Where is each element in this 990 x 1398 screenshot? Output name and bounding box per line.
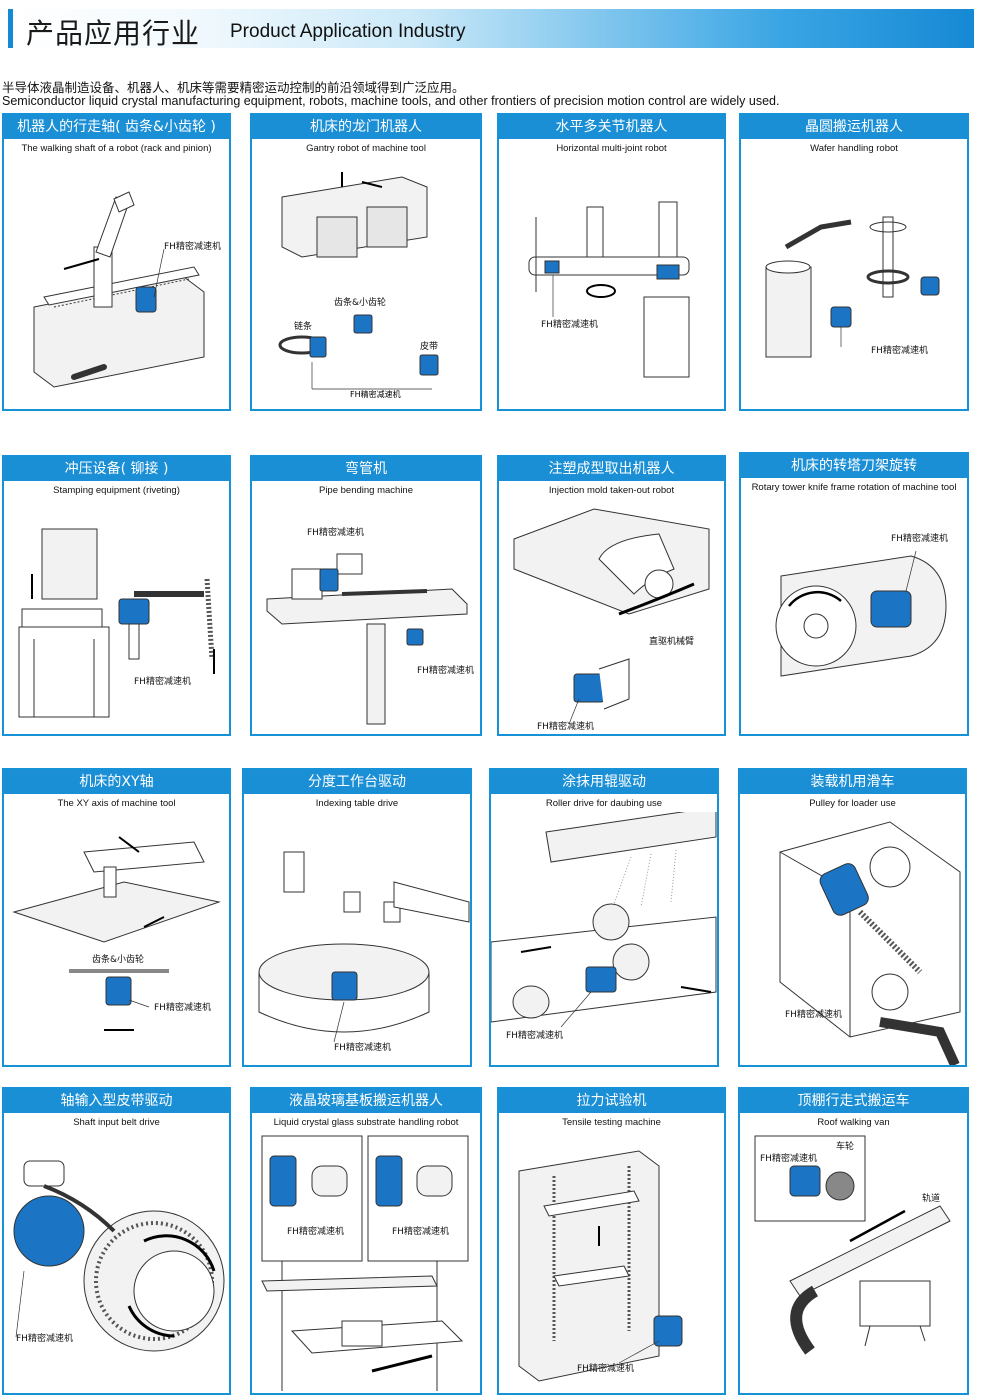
panel-subtitle: Horizontal multi-joint robot: [556, 143, 667, 154]
roller-drive-illustration: FH精密减速机: [491, 812, 717, 1041]
panel-subtitle: Gantry robot of machine tool: [306, 143, 426, 154]
panel-stamping-equipment: 冲压设备( 铆接 ) Stamping equipment (riveting)…: [2, 455, 231, 736]
rail-label: 轨道: [922, 1192, 940, 1204]
shaft-belt-illustration: FH精密减速机: [13, 1160, 225, 1352]
rack-pinion-label: 齿条&小齿轮: [334, 296, 386, 308]
panel-subtitle: Shaft input belt drive: [73, 1117, 160, 1128]
panel-title: 冲压设备( 铆接 ): [4, 457, 229, 481]
panel-subtitle: Pulley for loader use: [809, 798, 896, 809]
panel-title: 拉力试验机: [499, 1089, 724, 1113]
robot-walking-shaft-illustration: FH精密减速机: [33, 191, 221, 388]
panel-loader-pulley: 装载机用滑车 Pulley for loader use FH精密减速机: [738, 768, 967, 1067]
reducer-label: FH精密减速机: [577, 1362, 634, 1374]
loader-pulley-illustration: FH精密减速机: [779, 821, 961, 1065]
page-title-cn: 产品应用行业: [26, 17, 201, 50]
reducer-label: FH精密减速机: [871, 344, 928, 356]
panel-shaft-belt-drive: 轴输入型皮带驱动 Shaft input belt drive FH精密减速机: [2, 1087, 231, 1395]
panel-pipe-bending: 弯管机 Pipe bending machine FH精密减速机 FH精密减速机: [250, 455, 482, 736]
panel-subtitle: Wafer handling robot: [810, 143, 898, 154]
panel-title: 顶棚行走式搬运车: [740, 1089, 967, 1113]
reducer-label: FH精密减速机: [891, 532, 948, 544]
reducer-label-bottom: FH精密减速机: [417, 664, 474, 676]
panel-title: 晶圆搬运机器人: [741, 115, 967, 139]
panel-title: 注塑成型取出机器人: [499, 457, 724, 481]
reducer-label: FH精密减速机: [164, 240, 221, 252]
panel-title: 弯管机: [252, 457, 480, 481]
panel-subtitle: The XY axis of machine tool: [57, 798, 176, 809]
lcd-glass-illustration: FH精密减速机 FH精密减速机: [261, 1135, 469, 1391]
panel-title: 机床的XY轴: [4, 770, 229, 794]
panel-roof-walking-van: 顶棚行走式搬运车 Roof walking van FH精密减速机 车轮 轨道: [738, 1087, 969, 1395]
rotary-tower-illustration: FH精密减速机: [775, 532, 948, 677]
reducer-label: FH精密减速机: [16, 1332, 73, 1344]
intro-text-en: Semiconductor liquid crystal manufacturi…: [2, 94, 780, 108]
reducer-label: FH精密减速机: [785, 1008, 842, 1020]
reducer-label: FH精密减速机: [334, 1041, 391, 1053]
reducer-label: FH精密减速机: [350, 389, 401, 399]
injection-mold-illustration: 直驱机械臂 FH精密减速机: [513, 508, 710, 732]
xy-axis-illustration: 齿条&小齿轮 FH精密减速机: [12, 836, 221, 1031]
reducer-label: FH精密减速机: [154, 1001, 211, 1013]
reducer-label-right: FH精密减速机: [392, 1225, 449, 1237]
header-banner: [8, 9, 974, 48]
stamping-illustration: FH精密减速机: [18, 528, 215, 718]
panel-robot-walking-shaft: 机器人的行走轴( 齿条&小齿轮 ) The walking shaft of a…: [2, 113, 231, 411]
rack-pinion-label: 齿条&小齿轮: [92, 953, 144, 965]
reducer-label: FH精密减速机: [541, 318, 598, 330]
panel-subtitle: Injection mold taken-out robot: [548, 485, 675, 496]
wafer-robot-illustration: FH精密减速机: [765, 216, 940, 358]
panel-roller-drive: 涂抹用辊驱动 Roller drive for daubing use FH精密…: [489, 768, 719, 1067]
horizontal-joint-robot-illustration: FH精密减速机: [528, 201, 690, 378]
panel-indexing-table: 分度工作台驱动 Indexing table drive FH精密减速机: [242, 768, 472, 1067]
panel-injection-mold-robot: 注塑成型取出机器人 Injection mold taken-out robot…: [497, 455, 726, 736]
gantry-robot-illustration: 齿条&小齿轮 链条 皮带 FH精密减速机: [278, 172, 439, 399]
panel-subtitle: The walking shaft of a robot (rack and p…: [21, 143, 212, 154]
reducer-label-left: FH精密减速机: [287, 1225, 344, 1237]
header-accent-bar: [8, 9, 13, 48]
panel-subtitle: Roller drive for daubing use: [545, 798, 663, 809]
panel-subtitle: Pipe bending machine: [318, 485, 413, 496]
panel-title: 轴输入型皮带驱动: [4, 1089, 229, 1113]
panel-title: 液晶玻璃基板搬运机器人: [252, 1089, 480, 1113]
panel-title: 装载机用滑车: [740, 770, 965, 794]
chain-label: 链条: [294, 320, 312, 332]
panel-tensile-testing: 拉力试验机 Tensile testing machine FH精密减速机: [497, 1087, 726, 1395]
panel-title: 水平多关节机器人: [499, 115, 724, 139]
panel-subtitle: Indexing table drive: [315, 798, 399, 809]
panel-title: 机床的龙门机器人: [252, 115, 480, 139]
pipe-bending-illustration: FH精密减速机 FH精密减速机: [266, 526, 474, 725]
indexing-table-illustration: FH精密减速机: [258, 851, 470, 1053]
panel-gantry-robot: 机床的龙门机器人 Gantry robot of machine tool 齿条…: [250, 113, 482, 411]
panel-title: 分度工作台驱动: [244, 770, 470, 794]
page-title-en: Product Application Industry: [230, 21, 466, 42]
reducer-label: FH精密减速机: [760, 1152, 817, 1164]
panel-subtitle: Rotary tower knife frame rotation of mac…: [751, 482, 957, 493]
panel-title: 机床的转塔刀架旋转: [741, 454, 967, 478]
panel-title: 机器人的行走轴( 齿条&小齿轮 ): [4, 115, 229, 139]
panel-xy-axis: 机床的XY轴 The XY axis of machine tool 齿条&小齿…: [2, 768, 231, 1067]
wheel-label: 车轮: [836, 1140, 854, 1152]
panel-subtitle: Liquid crystal glass substrate handling …: [273, 1117, 459, 1128]
panel-subtitle: Roof walking van: [817, 1117, 890, 1128]
panel-horizontal-joint-robot: 水平多关节机器人 Horizontal multi-joint robot FH…: [497, 113, 726, 411]
belt-label: 皮带: [420, 340, 438, 352]
roof-walking-van-illustration: FH精密减速机 车轮 轨道: [754, 1135, 951, 1355]
intro-text-cn: 半导体液晶制造设备、机器人、机床等需要精密运动控制的前沿领域得到广泛应用。: [2, 80, 465, 95]
reducer-label-top: FH精密减速机: [307, 526, 364, 538]
reducer-label: FH精密减速机: [537, 720, 594, 732]
reducer-label: FH精密减速机: [506, 1029, 563, 1041]
panel-subtitle: Stamping equipment (riveting): [53, 485, 180, 496]
panel-wafer-handling-robot: 晶圆搬运机器人 Wafer handling robot FH精密减速机: [739, 113, 969, 411]
panel-lcd-glass-robot: 液晶玻璃基板搬运机器人 Liquid crystal glass substra…: [250, 1087, 482, 1395]
direct-drive-arm-label: 直驱机械臂: [649, 635, 694, 647]
reducer-label: FH精密减速机: [134, 675, 191, 687]
panel-subtitle: Tensile testing machine: [562, 1117, 661, 1128]
panel-title: 涂抹用辊驱动: [491, 770, 717, 794]
tensile-testing-illustration: FH精密减速机: [518, 1150, 683, 1382]
panel-rotary-tower-knife: 机床的转塔刀架旋转 Rotary tower knife frame rotat…: [739, 452, 969, 736]
